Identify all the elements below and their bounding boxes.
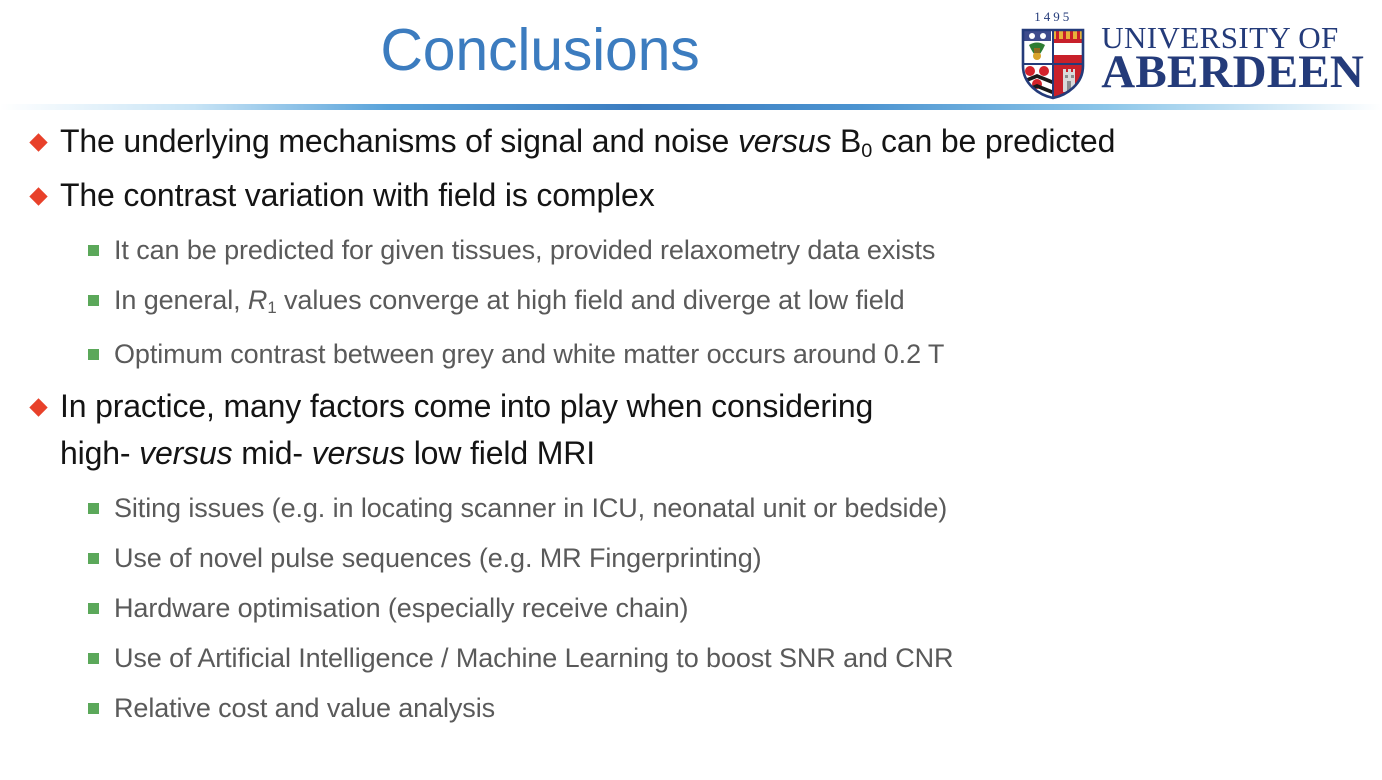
list-item: Relative cost and value analysis <box>0 683 1382 733</box>
diamond-bullet-icon <box>29 172 60 219</box>
list-item: In practice, many factors come into play… <box>0 383 1382 477</box>
square-bullet-icon <box>88 533 114 583</box>
wordmark-aberdeen: ABERDEEN <box>1101 45 1364 98</box>
list-item: Use of Artificial Intelligence / Machine… <box>0 633 1382 683</box>
list-item: Optimum contrast between grey and white … <box>0 329 1382 379</box>
square-bullet-icon <box>88 225 114 275</box>
bullet-list: The underlying mechanisms of signal and … <box>0 118 1382 733</box>
bullet-text-r1-converge: In general, R1 values converge at high f… <box>114 285 905 318</box>
list-item: Siting issues (e.g. in locating scanner … <box>0 483 1382 533</box>
bullet-text-hardware-optimisation: Hardware optimisation (especially receiv… <box>114 593 689 623</box>
square-bullet-icon <box>88 683 114 733</box>
bullet-text-relaxometry-data: It can be predicted for given tissues, p… <box>114 235 936 265</box>
bullet-text-relative-cost: Relative cost and value analysis <box>114 693 496 723</box>
heraldic-shield-icon <box>1021 28 1085 100</box>
square-bullet-icon <box>88 633 114 683</box>
diamond-bullet-icon <box>29 383 60 430</box>
page-title: Conclusions <box>380 17 700 83</box>
square-bullet-icon <box>88 275 114 325</box>
list-item: The contrast variation with field is com… <box>0 172 1382 219</box>
wordmark-university-of: UNIVERSITY OF <box>1101 20 1339 55</box>
diamond-bullet-icon <box>29 118 60 165</box>
slide-header: Conclusions 1495 <box>0 0 1382 110</box>
bullet-text-contrast-complex: The contrast variation with field is com… <box>60 177 655 213</box>
bullet-text-mechanisms-predicted: The underlying mechanisms of signal and … <box>60 123 1116 163</box>
list-item: Use of novel pulse sequences (e.g. MR Fi… <box>0 533 1382 583</box>
square-bullet-icon <box>88 329 114 379</box>
university-wordmark: UNIVERSITY OF ABERDEEN <box>1101 8 1364 95</box>
list-item: The underlying mechanisms of signal and … <box>0 118 1382 170</box>
bullet-text-ai-ml-snr-cnr: Use of Artificial Intelligence / Machine… <box>114 643 954 673</box>
header-divider <box>0 104 1382 110</box>
bullet-text-novel-pulse-sequences: Use of novel pulse sequences (e.g. MR Fi… <box>114 543 762 573</box>
list-item: It can be predicted for given tissues, p… <box>0 225 1382 275</box>
bullet-text-siting-issues: Siting issues (e.g. in locating scanner … <box>114 493 948 523</box>
bullet-text-in-practice: In practice, many factors come into play… <box>60 388 874 471</box>
crest-year-label: 1495 <box>1034 9 1073 24</box>
list-item: In general, R1 values converge at high f… <box>0 275 1382 329</box>
university-logo: 1495 <box>1013 8 1364 100</box>
square-bullet-icon <box>88 583 114 633</box>
list-item: Hardware optimisation (especially receiv… <box>0 583 1382 633</box>
crest-block: 1495 <box>1013 8 1093 100</box>
square-bullet-icon <box>88 483 114 533</box>
bullet-text-optimum-contrast: Optimum contrast between grey and white … <box>114 339 945 369</box>
